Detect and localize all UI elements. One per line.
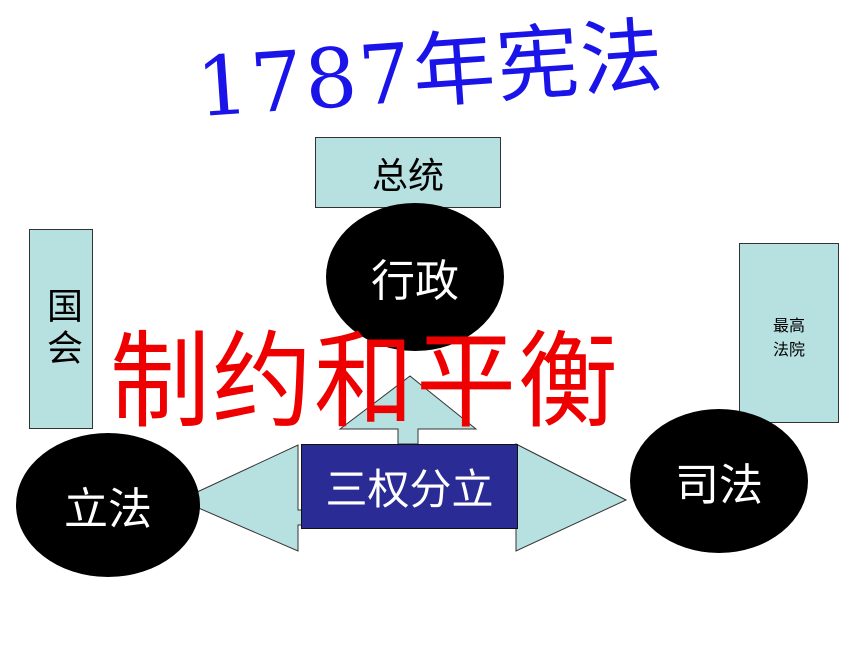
supreme-court-box: 最高 法院 <box>739 243 839 423</box>
congress-box: 国会 <box>29 229 93 429</box>
judicial-circle: 司法 <box>630 409 808 553</box>
motto-text: 制约和平衡 <box>110 320 620 444</box>
legislative-circle: 立法 <box>16 433 200 577</box>
executive-circle: 行政 <box>326 203 504 351</box>
president-box: 总统 <box>315 137 501 208</box>
up-arrow <box>338 375 478 445</box>
separation-of-powers-box: 三权分立 <box>301 444 518 529</box>
court-label-line2: 法院 <box>772 340 805 359</box>
court-label-line1: 最高 <box>772 316 805 335</box>
right-arrow <box>504 443 628 552</box>
